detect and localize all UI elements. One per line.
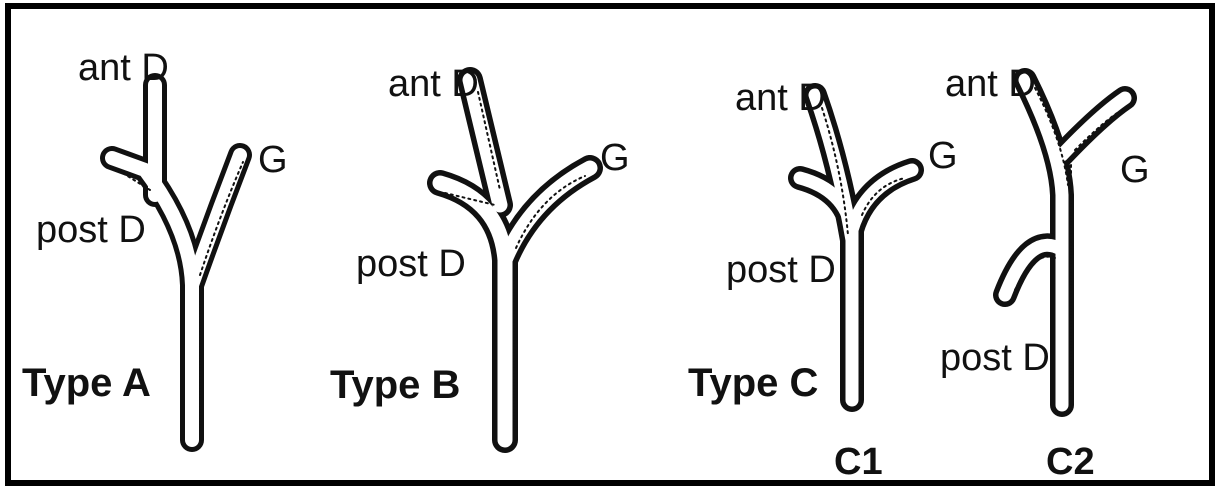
type-b-label: Type B — [330, 363, 460, 407]
type-c2-post-d-label: post D — [940, 337, 1050, 379]
type-c1-ant-d-label: ant D — [735, 77, 826, 119]
type-a-g-label: G — [258, 139, 288, 181]
type-c1-g-label: G — [928, 135, 958, 177]
type-c2-g-label: G — [1120, 149, 1150, 191]
c2-label: C2 — [1046, 441, 1095, 483]
c1-label: C1 — [834, 441, 883, 483]
type-c1-vessel — [800, 95, 912, 400]
type-a-ant-d-label: ant D — [78, 47, 169, 89]
type-b-ant-d-label: ant D — [388, 63, 479, 105]
type-c-label: Type C — [688, 361, 818, 405]
type-c1-post-d-label: post D — [726, 249, 836, 291]
type-a-label: Type A — [22, 361, 151, 405]
type-b-g-label: G — [600, 137, 630, 179]
type-c2-ant-d-label: ant D — [945, 63, 1036, 105]
type-a-post-d-label: post D — [36, 209, 146, 251]
type-b-post-d-label: post D — [356, 243, 466, 285]
